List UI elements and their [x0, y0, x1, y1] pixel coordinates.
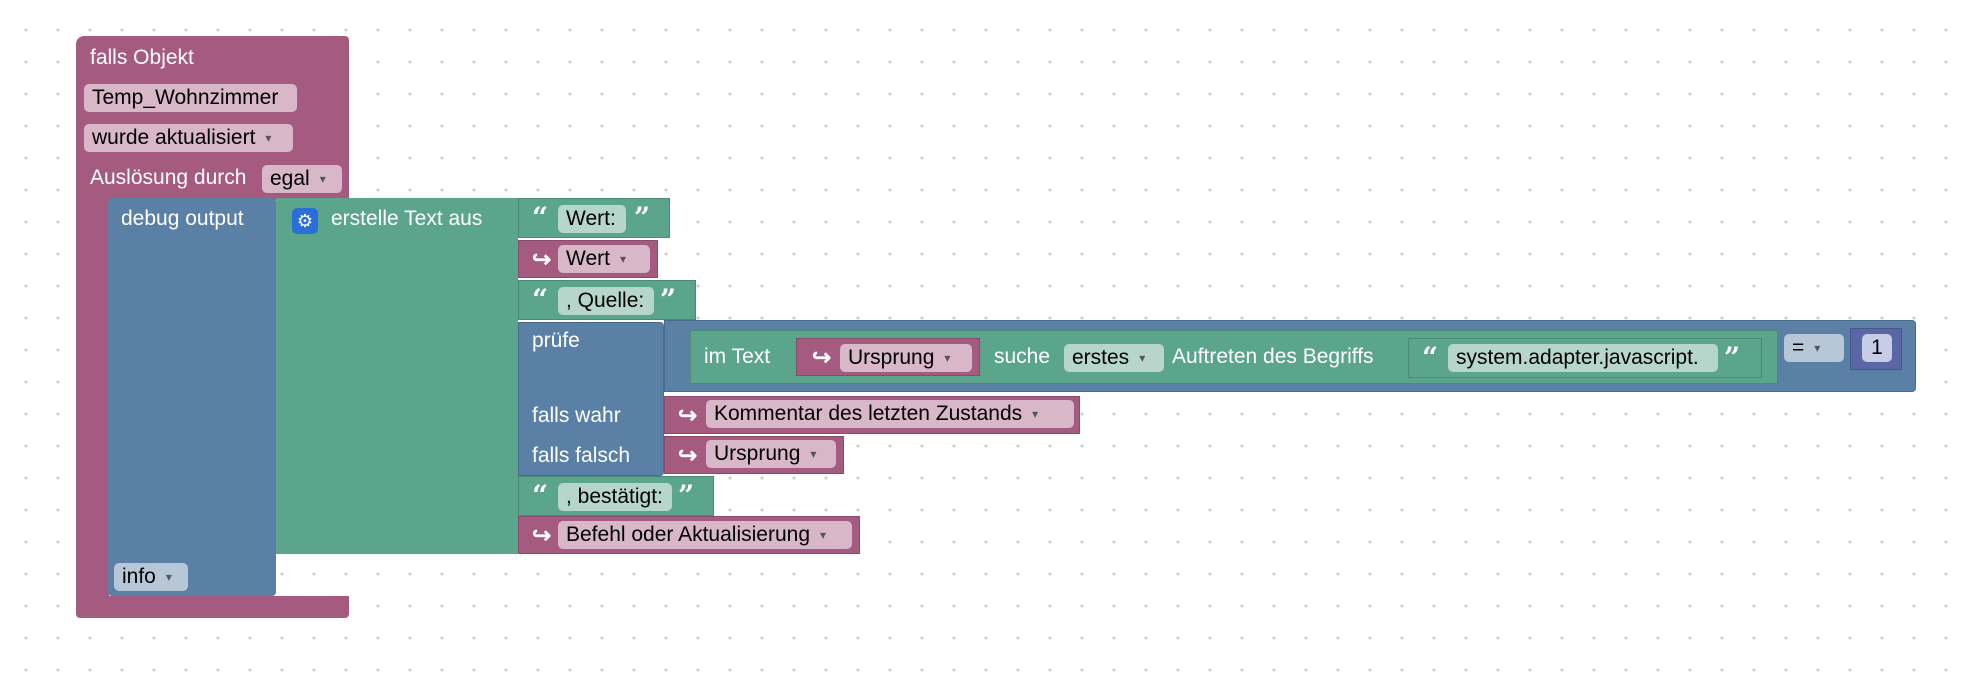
open-quote-icon: “	[532, 201, 549, 234]
close-quote-icon: ”	[660, 283, 677, 316]
open-quote-icon: “	[532, 479, 549, 512]
debug-output-block[interactable]	[108, 198, 276, 596]
object-id-field[interactable]: Temp_Wohnzimmer	[84, 84, 297, 112]
event-block-footer[interactable]	[76, 596, 349, 618]
chevron-down-icon: ▾	[820, 528, 827, 542]
variable-dropdown-wert[interactable]: Wert ▾	[558, 245, 650, 273]
trigger-by-label: Auslösung durch	[90, 166, 247, 189]
chevron-down-icon: ▾	[1139, 351, 1146, 365]
variable-name: Ursprung	[848, 346, 935, 369]
variable-name: Befehl oder Aktualisierung	[566, 523, 810, 546]
variable-dropdown-ursprung-false[interactable]: Ursprung ▾	[706, 440, 836, 468]
text-join-block[interactable]	[276, 198, 518, 554]
close-quote-icon: ”	[678, 479, 695, 512]
ternary-block[interactable]	[518, 322, 664, 476]
chevron-down-icon: ▾	[619, 252, 626, 266]
open-quote-icon: “	[532, 283, 549, 316]
text-field-wert-label[interactable]: Wert:	[558, 205, 626, 233]
ternary-check-label: prüfe	[532, 329, 580, 352]
variable-dropdown-ursprung[interactable]: Ursprung ▾	[840, 344, 972, 372]
close-quote-icon: ”	[1724, 341, 1741, 374]
variable-arrow-icon: ↪	[678, 402, 698, 428]
close-quote-icon: ”	[634, 201, 651, 234]
variable-arrow-icon: ↪	[678, 442, 698, 468]
trigger-value: wurde aktualisiert	[92, 126, 256, 149]
variable-dropdown-befehl[interactable]: Befehl oder Aktualisierung ▾	[558, 521, 852, 549]
variable-name: Ursprung	[714, 442, 801, 465]
compare-operator-value: =	[1792, 336, 1805, 359]
variable-name: Kommentar des letzten Zustands	[714, 402, 1023, 425]
number-field[interactable]: 1	[1862, 334, 1892, 362]
chevron-down-icon: ▾	[810, 447, 817, 461]
variable-name: Wert	[566, 247, 610, 270]
trigger-by-dropdown[interactable]: egal ▾	[262, 165, 342, 193]
variable-arrow-icon: ↪	[812, 344, 832, 370]
chevron-down-icon: ▾	[1814, 341, 1821, 355]
if-true-label: falls wahr	[532, 404, 621, 427]
chevron-down-icon: ▾	[1032, 407, 1039, 421]
chevron-down-icon: ▾	[319, 172, 326, 186]
chevron-down-icon: ▾	[265, 131, 272, 145]
event-title: falls Objekt	[90, 46, 194, 69]
text-field-bestaetigt[interactable]: , bestätigt:	[558, 483, 672, 511]
if-false-label: falls falsch	[532, 444, 631, 467]
in-text-label: im Text	[704, 345, 771, 368]
text-field-search-term[interactable]: system.adapter.javascript.	[1448, 344, 1718, 372]
search-label: suche	[994, 345, 1051, 368]
gear-icon[interactable]: ⚙	[292, 208, 318, 234]
debug-level-value: info	[122, 565, 156, 588]
text-field-quelle[interactable]: , Quelle:	[558, 287, 654, 315]
variable-arrow-icon: ↪	[532, 246, 552, 272]
event-block-statement-arm[interactable]	[76, 198, 109, 596]
trigger-by-value: egal	[270, 167, 310, 190]
variable-arrow-icon: ↪	[532, 522, 552, 548]
trigger-dropdown[interactable]: wurde aktualisiert ▾	[84, 124, 293, 152]
variable-dropdown-kommentar[interactable]: Kommentar des letzten Zustands ▾	[706, 400, 1074, 428]
search-mode-dropdown[interactable]: erstes ▾	[1064, 344, 1164, 372]
chevron-down-icon: ▾	[944, 351, 951, 365]
search-mode-value: erstes	[1072, 346, 1130, 369]
occurrence-label: Auftreten des Begriffs	[1172, 345, 1374, 368]
chevron-down-icon: ▾	[165, 570, 172, 584]
open-quote-icon: “	[1422, 341, 1439, 374]
compare-operator-dropdown[interactable]: =▾	[1784, 334, 1844, 362]
text-join-label: erstelle Text aus	[331, 207, 483, 230]
debug-output-label: debug output	[121, 207, 244, 230]
debug-level-dropdown[interactable]: info ▾	[114, 563, 188, 591]
